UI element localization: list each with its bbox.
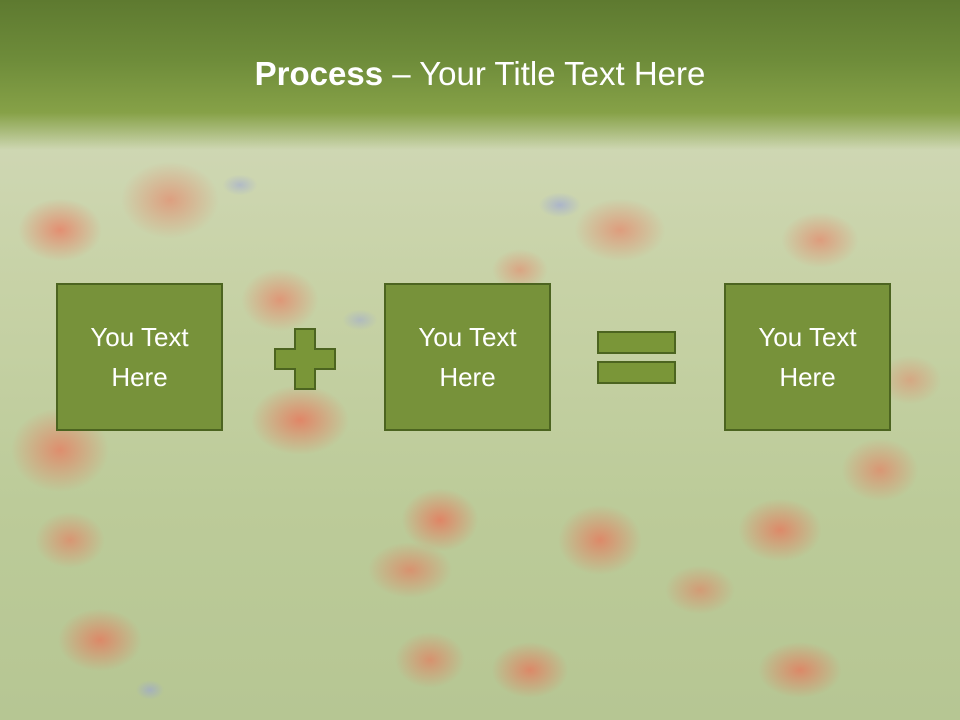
process-box-3-text: You Text Here — [758, 322, 857, 392]
process-box-1-text: You Text Here — [90, 322, 189, 392]
process-box-2[interactable]: You Text Here — [384, 283, 551, 431]
title-bold-part: Process — [254, 55, 384, 92]
process-box-1[interactable]: You Text Here — [56, 283, 223, 431]
equals-icon — [597, 331, 676, 384]
slide-title: Process – Your Title Text Here — [0, 52, 960, 96]
plus-icon — [274, 328, 336, 390]
title-rest-part: – Your Title Text Here — [383, 55, 706, 92]
process-box-2-text: You Text Here — [418, 322, 517, 392]
title-banner — [0, 0, 960, 150]
process-box-3[interactable]: You Text Here — [724, 283, 891, 431]
